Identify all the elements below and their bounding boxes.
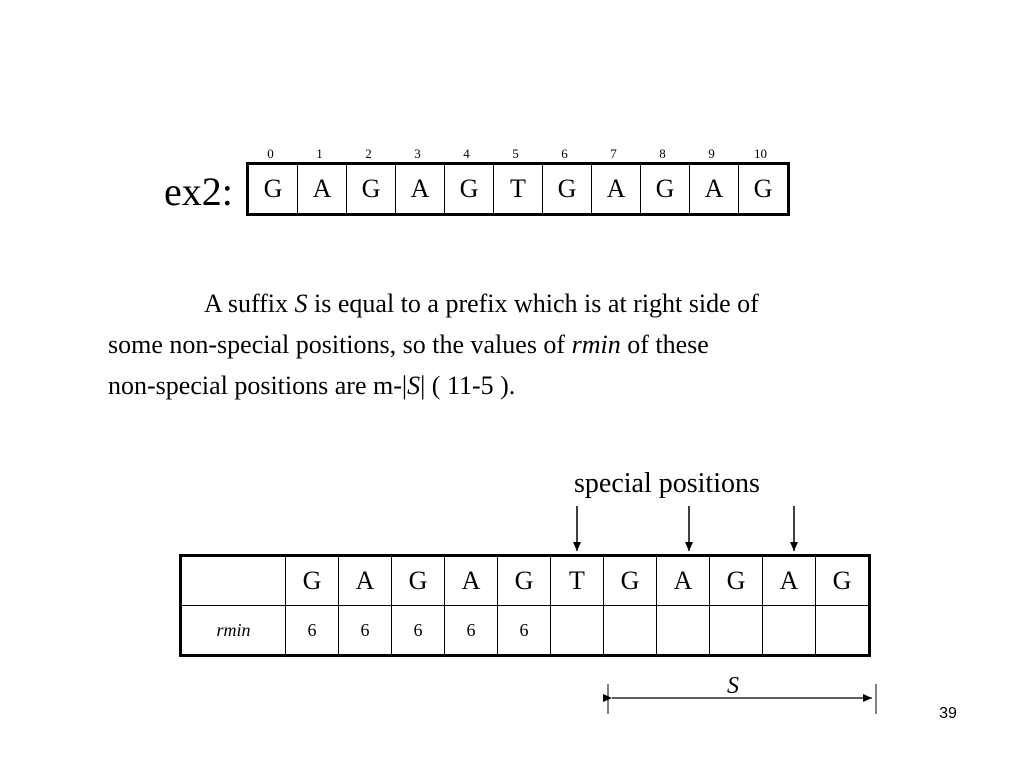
text-run: non-special positions are m-| xyxy=(108,371,408,400)
sequence-cell: A xyxy=(591,163,641,215)
sequence-cell: A xyxy=(338,555,392,606)
header-cell xyxy=(180,555,286,606)
rmin-label: rmin xyxy=(180,605,286,656)
index-label: 5 xyxy=(512,146,519,161)
sequence-cell: G xyxy=(391,555,445,606)
rmin-cell: 6 xyxy=(285,605,339,656)
index-label: 7 xyxy=(610,146,617,161)
text-run: some non-special positions, so the value… xyxy=(108,330,572,359)
text-run-italic: rmin xyxy=(571,330,621,359)
index-label: 6 xyxy=(561,146,568,161)
text-run-italic: S xyxy=(294,289,308,318)
paragraph-line: A suffix S is equal to a prefix which is… xyxy=(108,283,948,324)
sequence-cell: A xyxy=(656,555,710,606)
text-run: A suffix xyxy=(204,289,295,318)
index-label: 8 xyxy=(659,146,666,161)
sequence-cell: A xyxy=(395,163,445,215)
rmin-cell xyxy=(762,605,816,656)
example-label: ex2: xyxy=(164,169,233,214)
rmin-cell: 6 xyxy=(444,605,498,656)
sequence-cell: G xyxy=(444,163,494,215)
rmin-cell xyxy=(603,605,657,656)
rmin-cell xyxy=(709,605,763,656)
sequence-cell: G xyxy=(738,163,789,215)
sequence-row: G A G A G T G A G A G xyxy=(180,555,870,606)
sequence-cell: G xyxy=(815,555,870,606)
index-label: 9 xyxy=(708,146,715,161)
sequence-cell: G xyxy=(285,555,339,606)
rmin-cell: 6 xyxy=(338,605,392,656)
sequence-cell: T xyxy=(550,555,604,606)
text-run: is equal to a prefix which is at right s… xyxy=(307,289,759,318)
special-positions-label: special positions xyxy=(574,468,760,499)
sequence-cell: G xyxy=(603,555,657,606)
index-label: 2 xyxy=(365,146,372,161)
rmin-cell xyxy=(550,605,604,656)
sequence-cell: G xyxy=(640,163,690,215)
text-run: | ( 11-5 ). xyxy=(420,371,516,400)
rmin-cell: 6 xyxy=(497,605,551,656)
sequence-cell: A xyxy=(762,555,816,606)
sequence-table-top: G A G A G T G A G A G xyxy=(246,162,790,216)
index-label: 1 xyxy=(316,146,323,161)
rmin-table: G A G A G T G A G A G rmin 6 6 6 6 6 xyxy=(179,554,871,657)
sequence-cell: G xyxy=(709,555,763,606)
page-number: 39 xyxy=(939,705,957,722)
index-label: 4 xyxy=(463,146,470,161)
sequence-cell: G xyxy=(497,555,551,606)
sequence-cell: A xyxy=(297,163,347,215)
rmin-row: rmin 6 6 6 6 6 xyxy=(180,605,870,656)
paragraph-line: some non-special positions, so the value… xyxy=(108,324,948,365)
text-run-italic: S xyxy=(407,371,421,400)
suffix-s-label: S xyxy=(727,673,739,699)
sequence-cell: T xyxy=(493,163,543,215)
index-row: 0 1 2 3 4 5 6 7 8 9 10 xyxy=(246,146,784,162)
sequence-cell: A xyxy=(689,163,739,215)
rmin-cell xyxy=(656,605,710,656)
text-run: of these xyxy=(620,330,709,359)
rmin-cell xyxy=(815,605,870,656)
index-label: 3 xyxy=(414,146,421,161)
sequence-cell: A xyxy=(444,555,498,606)
sequence-cell: G xyxy=(247,163,298,215)
sequence-row: G A G A G T G A G A G xyxy=(247,163,789,215)
rmin-cell: 6 xyxy=(391,605,445,656)
index-label: 0 xyxy=(267,146,274,161)
paragraph-line: non-special positions are m-|S| ( 11-5 )… xyxy=(108,365,948,406)
index-label: 10 xyxy=(754,146,767,161)
explanation-paragraph: A suffix S is equal to a prefix which is… xyxy=(108,283,948,406)
